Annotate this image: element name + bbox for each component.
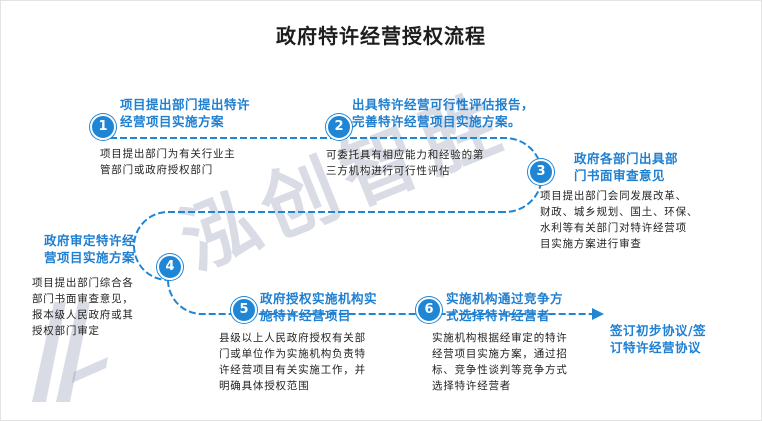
step-3-description: 项目提出部门会同发展改革、财政、城乡规划、国土、环保、 水利等有关部门对特许经营… xyxy=(540,190,699,250)
step-4-number: 4 xyxy=(157,254,183,280)
step-6-description: 实施机构根据经审定的特许经营项目实施方案，通过招 标、竞争性谈判等竞争方式选择特… xyxy=(432,332,568,392)
step-2-description: 可委托具有相应能力和经验的第三方机构进行可行性评估 xyxy=(326,149,485,177)
final-step-heading: 签订初步协议/签订特许经营协议 xyxy=(610,323,707,355)
flow-line-middle xyxy=(133,211,505,281)
step-5-description: 县级以上人民政府授权有关部门或单位作为实施机构负责特 许经营项目有关实施工作，并… xyxy=(219,332,366,392)
step-3-number: 3 xyxy=(528,159,554,185)
step-5-heading: 政府授权实施机构实施特许经营项目 xyxy=(260,291,378,323)
step-2-number: 2 xyxy=(326,114,352,140)
flow-line-bottom xyxy=(167,279,592,315)
step-1-number: 1 xyxy=(90,114,116,140)
step-4-heading: 政府审定特许经营项目实施方案 xyxy=(44,233,136,265)
flow-arrowhead xyxy=(592,308,604,320)
step-2-heading: 出具特许经营可行性评估报告，完善特许经营项目实施方案。 xyxy=(352,97,535,129)
step-6-number: 6 xyxy=(416,297,442,323)
step-1-heading: 项目提出部门提出特许经营项目实施方案 xyxy=(120,97,251,129)
step-3-heading: 政府各部门出具部门书面审查意见 xyxy=(574,151,679,183)
watermark-logo-icon xyxy=(32,302,108,402)
page-title: 政府特许经营授权流程 xyxy=(276,24,486,48)
step-5-number: 5 xyxy=(231,297,257,323)
step-4-description: 项目提出部门综合各部门书面审查意见， 报本级人民政府或其授权部门审定 xyxy=(32,277,134,337)
step-6-heading: 实施机构通过竞争方式选择特许经营者 xyxy=(446,291,564,323)
step-1-description: 项目提出部门为有关行业主管部门或政府授权部门 xyxy=(100,148,236,176)
